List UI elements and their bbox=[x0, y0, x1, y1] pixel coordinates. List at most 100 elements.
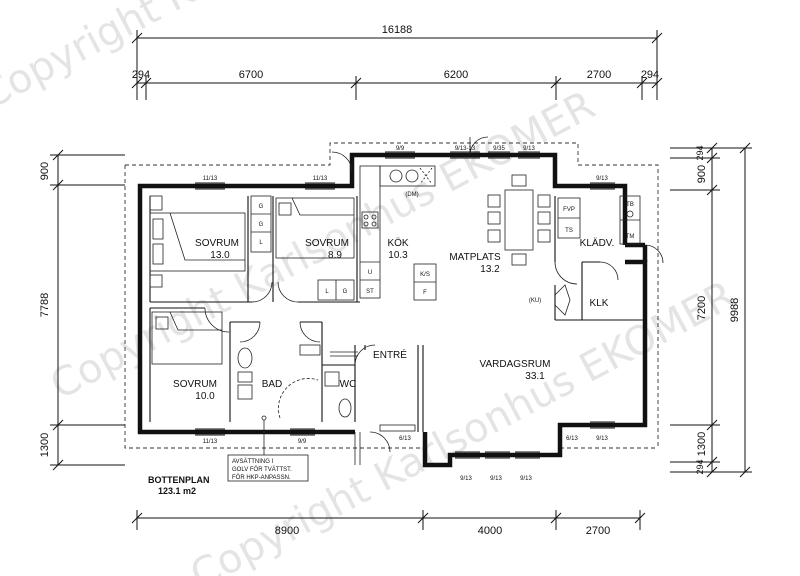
eaves-outline bbox=[124, 142, 659, 449]
note-line-3: FÖR HKP-ANPASSN. bbox=[232, 474, 291, 481]
room-matplats-name: MATPLATS bbox=[449, 252, 501, 263]
fixture-ks: K/S bbox=[420, 272, 430, 278]
dim-right-f: 294 bbox=[695, 459, 705, 474]
dim-left-b: 7788 bbox=[39, 293, 51, 317]
window-label-12: 9/13 bbox=[490, 476, 502, 482]
fixture-ku: (KU) bbox=[529, 298, 541, 304]
dim-right-b: 900 bbox=[696, 165, 708, 183]
window-label-6: 9/13 bbox=[523, 146, 535, 152]
double-bed-icon bbox=[149, 212, 246, 272]
window-marks bbox=[195, 151, 615, 459]
toilet-icon bbox=[237, 347, 253, 369]
fixture-tm: TM bbox=[626, 234, 635, 240]
plan-title-block: BOTTENPLAN 123.1 m2 bbox=[148, 475, 210, 496]
window-label-4: 9/13-13 bbox=[455, 146, 476, 152]
dim-left-c: 1300 bbox=[39, 433, 51, 457]
window-labels: 11/13 11/13 9/9 9/13-13 9/35 9/13 9/13 1… bbox=[203, 146, 609, 482]
window-label-13: 9/13 bbox=[520, 476, 532, 482]
dim-left-a: 900 bbox=[39, 162, 51, 180]
fixture-dm: (DM) bbox=[405, 192, 418, 198]
watermark-layer: Copyright Karlsonhus EKOMER Copyright Ka… bbox=[0, 0, 742, 576]
window-label-1: 11/13 bbox=[203, 176, 218, 182]
window-label-2: 11/13 bbox=[313, 176, 328, 182]
room-sovrum-1-name: SOVRUM bbox=[195, 238, 239, 249]
watermark-3: Copyright Karlsonhus EKOMER bbox=[183, 272, 742, 576]
dim-top-a: 294 bbox=[132, 69, 150, 81]
dim-right-c: 7200 bbox=[696, 296, 708, 320]
room-bad: BAD bbox=[262, 379, 283, 390]
room-vardagsrum-name: VARDAGSRUM bbox=[480, 359, 551, 370]
dim-top-d: 2700 bbox=[587, 69, 611, 81]
plan-title: BOTTENPLAN bbox=[148, 475, 210, 485]
fixture-u: U bbox=[368, 270, 372, 276]
dim-bottom-c: 2700 bbox=[586, 525, 610, 537]
window-label-9: 9/9 bbox=[298, 439, 307, 445]
dimension-left: 900 7788 1300 bbox=[39, 149, 125, 471]
kitchen-counter-icon bbox=[359, 165, 381, 299]
room-kok-area: 10.3 bbox=[388, 250, 408, 261]
fixture-l2: L bbox=[325, 289, 329, 295]
interior-walls bbox=[149, 196, 645, 432]
fixture-tb: TB bbox=[626, 202, 634, 208]
fixture-fvp: FVP bbox=[563, 207, 575, 213]
room-wc: WC bbox=[340, 379, 357, 390]
room-entre: ENTRÉ bbox=[373, 348, 407, 361]
dim-bottom-b: 4000 bbox=[478, 525, 502, 537]
window-label-11: 9/13 bbox=[460, 476, 472, 482]
room-kladv: KLÄDV. bbox=[580, 237, 615, 249]
fixture-labels: G G L L G U ST K/S F (DM) FVP TS TB TM (… bbox=[259, 192, 635, 304]
fixture-g3: G bbox=[343, 289, 348, 295]
single-bed-2-icon bbox=[151, 311, 223, 365]
wardrobe-icon bbox=[250, 195, 272, 253]
room-sovrum-2-area: 8.9 bbox=[328, 250, 342, 261]
dim-right-e: 1300 bbox=[696, 432, 708, 456]
single-bed-icon bbox=[275, 197, 355, 259]
fixture-l1: L bbox=[259, 240, 263, 246]
fixture-g1: G bbox=[259, 204, 264, 210]
dimension-top: 16188 294 6700 6200 2700 294 bbox=[131, 24, 663, 100]
wc-sink-icon bbox=[324, 371, 340, 387]
room-kok-name: KÖK bbox=[387, 237, 408, 249]
window-label-15: 9/13 bbox=[596, 436, 608, 442]
window-label-10: 6/13 bbox=[399, 436, 411, 442]
room-vardagsrum-area: 33.1 bbox=[525, 371, 545, 382]
shower-icon bbox=[278, 378, 319, 419]
bath-sink-icon bbox=[237, 384, 253, 400]
plan-area: 123.1 m2 bbox=[158, 486, 196, 496]
furniture bbox=[149, 165, 641, 432]
room-sovrum-2-name: SOVRUM bbox=[305, 238, 349, 249]
room-sovrum-3-name: SOVRUM bbox=[173, 379, 217, 390]
window-label-5: 9/35 bbox=[493, 146, 505, 152]
door-swings bbox=[204, 136, 664, 465]
window-label-14: 6/13 bbox=[566, 436, 578, 442]
dim-top-b: 6700 bbox=[239, 69, 263, 81]
dim-top-e: 294 bbox=[641, 69, 659, 81]
sink-icon bbox=[389, 169, 403, 183]
note-line-2: GOLV FÖR TVÄTTST. bbox=[232, 466, 292, 473]
wc-toilet-icon bbox=[338, 398, 352, 418]
dimension-bottom: 8900 4000 2700 bbox=[131, 510, 646, 537]
room-sovrum-3-area: 10.0 bbox=[195, 391, 215, 402]
watermark-1: Copyright Karlsonhus EKOMER bbox=[0, 0, 532, 119]
note-line-1: AVSÄTTNING I bbox=[232, 458, 274, 465]
fixture-ts: TS bbox=[565, 228, 573, 234]
fixture-st: ST bbox=[366, 289, 374, 295]
room-klk: KLK bbox=[590, 298, 609, 309]
dim-right-d: 9988 bbox=[729, 298, 741, 322]
room-sovrum-1-area: 13.0 bbox=[210, 250, 230, 261]
dim-bottom-a: 8900 bbox=[275, 525, 299, 537]
dining-table-icon bbox=[504, 189, 534, 251]
room-labels: SOVRUM 13.0 SOVRUM 8.9 KÖK 10.3 MATPLATS… bbox=[173, 237, 614, 402]
room-matplats-area: 13.2 bbox=[480, 264, 500, 275]
dim-top-c: 6200 bbox=[444, 69, 468, 81]
dimension-right: 294 900 7200 9988 1300 294 bbox=[670, 142, 752, 478]
window-label-3: 9/9 bbox=[396, 146, 405, 152]
fixture-g2: G bbox=[259, 222, 264, 228]
dim-overall-width: 16188 bbox=[382, 24, 413, 36]
note-box: AVSÄTTNING I GOLV FÖR TVÄTTST. FÖR HKP-A… bbox=[227, 420, 309, 482]
dim-right-a: 294 bbox=[695, 145, 705, 160]
window-label-7: 9/13 bbox=[596, 176, 608, 182]
fixture-f: F bbox=[423, 290, 427, 296]
